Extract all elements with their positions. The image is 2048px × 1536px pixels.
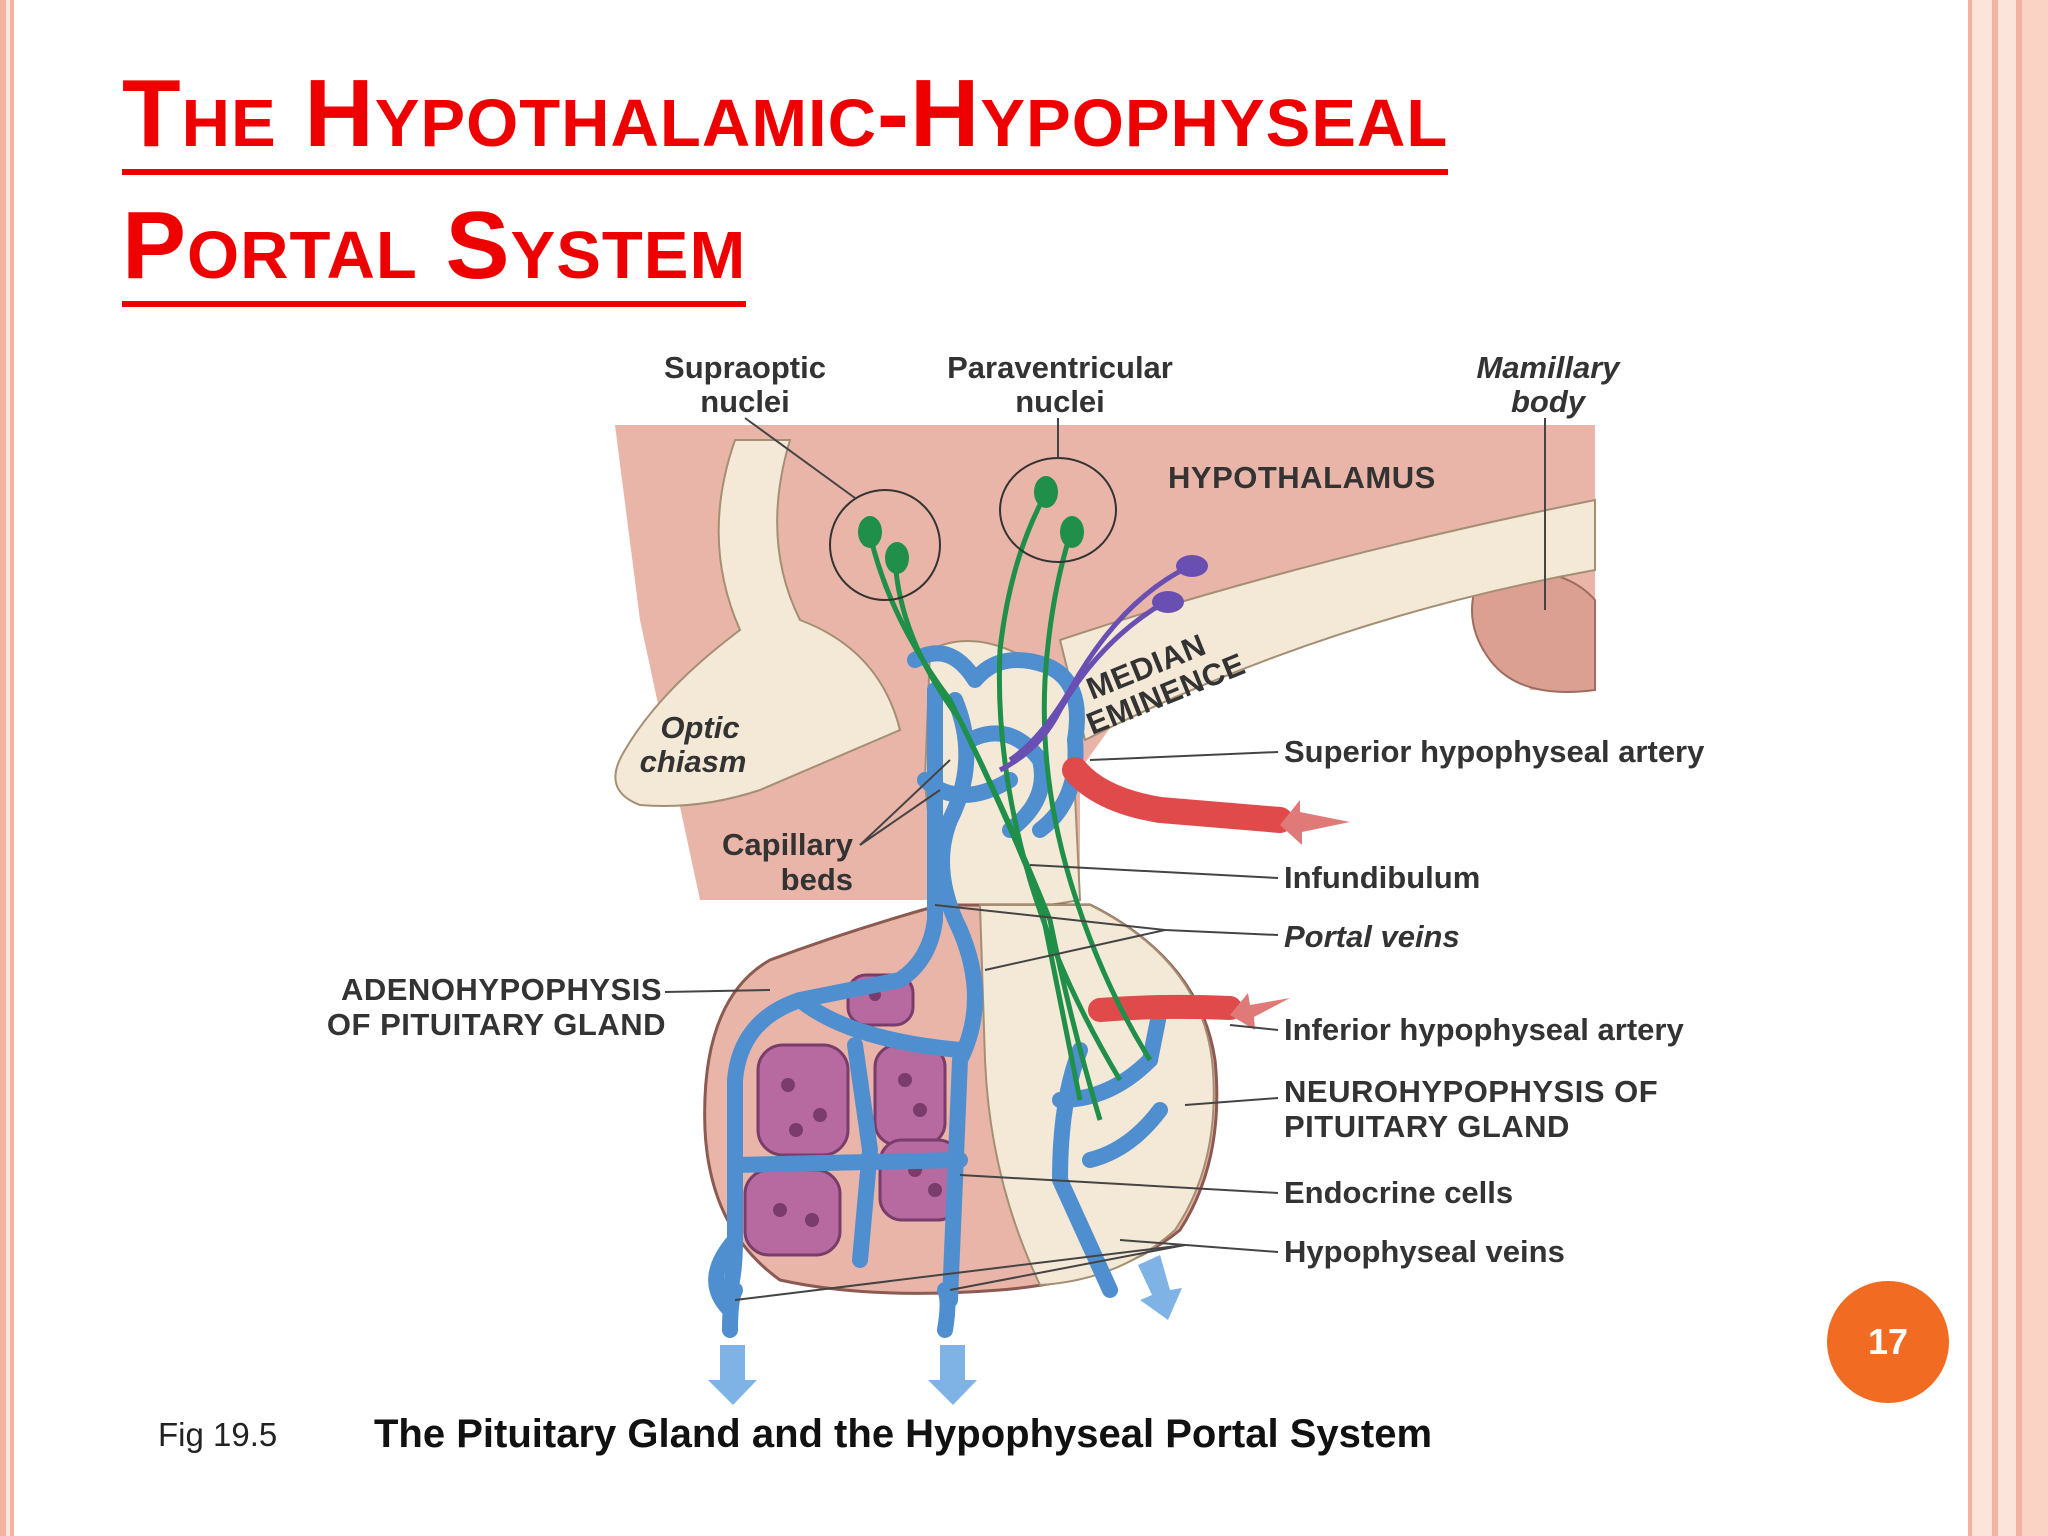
label-inferior-artery: Inferior hypophyseal artery <box>1284 1012 1684 1047</box>
label-superior-artery: Superior hypophyseal artery <box>1284 734 1705 769</box>
neuron-cell-bodies <box>858 476 1084 574</box>
arterial-flow-arrows <box>1230 800 1350 1030</box>
label-infundibulum: Infundibulum <box>1284 860 1480 895</box>
label-endocrine-cells: Endocrine cells <box>1284 1175 1513 1210</box>
leader-lines <box>664 417 1546 1301</box>
slide-frame-right <box>1958 0 2048 1536</box>
title-line-1: The Hypothalamic-Hypophyseal <box>122 60 1449 175</box>
label-adeno-1: ADENOHYPOPHYSIS <box>341 972 662 1007</box>
label-portal-veins: Portal veins <box>1284 919 1460 954</box>
label-hypothalamus: HYPOTHALAMUS <box>1168 460 1436 495</box>
label-capillary-2: beds <box>781 862 853 897</box>
vein-outflows <box>708 1232 743 1318</box>
slide-title: The Hypothalamic-Hypophyseal Portal Syst… <box>122 48 1872 312</box>
optic-chiasm <box>614 439 902 807</box>
label-optic-2: chiasm <box>640 744 747 779</box>
label-supraoptic-1: Supraoptic <box>664 350 826 385</box>
label-neuro-1: NEUROHYPOPHYSIS OF <box>1284 1074 1658 1109</box>
label-paraventricular-2: nuclei <box>1015 384 1105 419</box>
supraoptic-nuclei-circle <box>829 489 941 601</box>
figure-caption: The Pituitary Gland and the Hypophyseal … <box>374 1412 1433 1456</box>
median-eminence-band <box>1058 498 1596 742</box>
label-adeno-2: OF PITUITARY GLAND <box>327 1007 666 1042</box>
figure-number: Fig 19.5 <box>158 1416 278 1453</box>
label-capillary-1: Capillary <box>722 827 854 862</box>
neurosecretory-axons <box>867 493 1153 1121</box>
title-line-2: Portal System <box>122 192 747 307</box>
label-mamillary-2: body <box>1511 384 1587 419</box>
purple-neuron-bodies <box>1152 555 1208 613</box>
outflow-arrows <box>708 1255 1182 1405</box>
label-optic-1: Optic <box>660 710 739 745</box>
superior-hypophyseal-artery <box>1062 757 1293 833</box>
slide-number-badge: 17 <box>1827 1281 1949 1403</box>
label-mamillary-1: Mamillary <box>1476 350 1621 385</box>
label-hypophyseal-veins: Hypophyseal veins <box>1284 1234 1565 1269</box>
endocrine-cell-nuclei <box>773 989 942 1227</box>
slide-frame-left <box>0 0 22 1536</box>
label-paraventricular-1: Paraventricular <box>947 350 1173 385</box>
inferior-hypophyseal-artery <box>1088 994 1242 1022</box>
label-supraoptic-2: nuclei <box>700 384 790 419</box>
portal-vessels <box>722 645 1168 1338</box>
hypothalamic-releasing-neurons <box>998 563 1192 773</box>
label-neuro-2: PITUITARY GLAND <box>1284 1109 1570 1144</box>
